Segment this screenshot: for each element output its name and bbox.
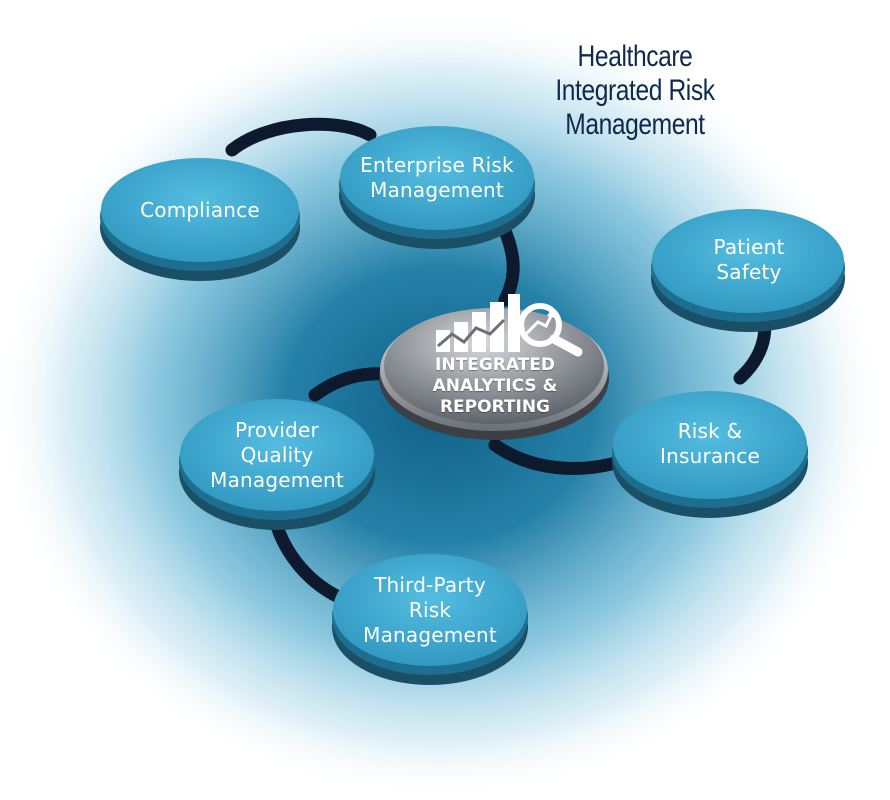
node-label-risk-insurance: Risk & Insurance: [615, 404, 805, 484]
connector-hub-riskinsurance: [488, 438, 632, 475]
provider-label-line-1: Provider: [235, 417, 319, 442]
node-enterprise-risk-management: [339, 126, 535, 249]
node-third-party-risk-management: [332, 554, 528, 685]
connector-compliance-enterprise: [225, 117, 377, 157]
node-label-provider: Provider Quality Management: [180, 405, 374, 505]
enterprise-label-line-1: Enterprise Risk: [360, 153, 514, 177]
connector-rings: [225, 117, 772, 607]
hub-label: INTEGRATED ANALYTICS & REPORTING: [405, 355, 585, 418]
patient-label-line-1: Patient: [713, 235, 785, 259]
enterprise-label-line-2: Management: [370, 178, 504, 202]
node-label-third-party: Third-Party Risk Management: [333, 560, 527, 660]
provider-label-line-2: Quality: [240, 442, 314, 467]
third-party-label-line-2: Risk: [408, 597, 452, 622]
node-label-compliance: Compliance: [105, 170, 295, 250]
compliance-label: Compliance: [140, 197, 260, 222]
node-patient-safety: [651, 209, 845, 332]
title-line-1: Healthcare: [577, 40, 693, 73]
title-line-3: Management: [565, 108, 705, 141]
hub-label-line-2: ANALYTICS &: [432, 376, 558, 396]
title-line-2: Integrated Risk: [555, 74, 715, 107]
risk-insurance-label-line-2: Insurance: [660, 444, 760, 468]
node-label-enterprise: Enterprise Risk Management: [340, 138, 534, 218]
provider-label-line-3: Management: [210, 467, 344, 492]
risk-insurance-label-line-1: Risk &: [677, 419, 743, 443]
hub-label-line-1: INTEGRATED: [435, 355, 555, 375]
third-party-label-line-3: Management: [363, 622, 497, 647]
third-party-label-line-1: Third-Party: [374, 572, 486, 597]
node-risk-insurance: [612, 391, 808, 518]
node-label-patient: Patient Safety: [655, 220, 843, 300]
node-provider-quality-management: [179, 399, 375, 530]
connector-provider-hub: [308, 367, 392, 402]
bar-chart-magnifier-icon: [436, 294, 583, 357]
connector-provider-thirdparty: [268, 513, 352, 607]
node-compliance: [100, 158, 300, 281]
diagram-title: Healthcare Integrated Risk Management: [541, 40, 730, 142]
hub-label-line-3: REPORTING: [439, 397, 551, 417]
patient-label-line-2: Safety: [716, 260, 782, 284]
